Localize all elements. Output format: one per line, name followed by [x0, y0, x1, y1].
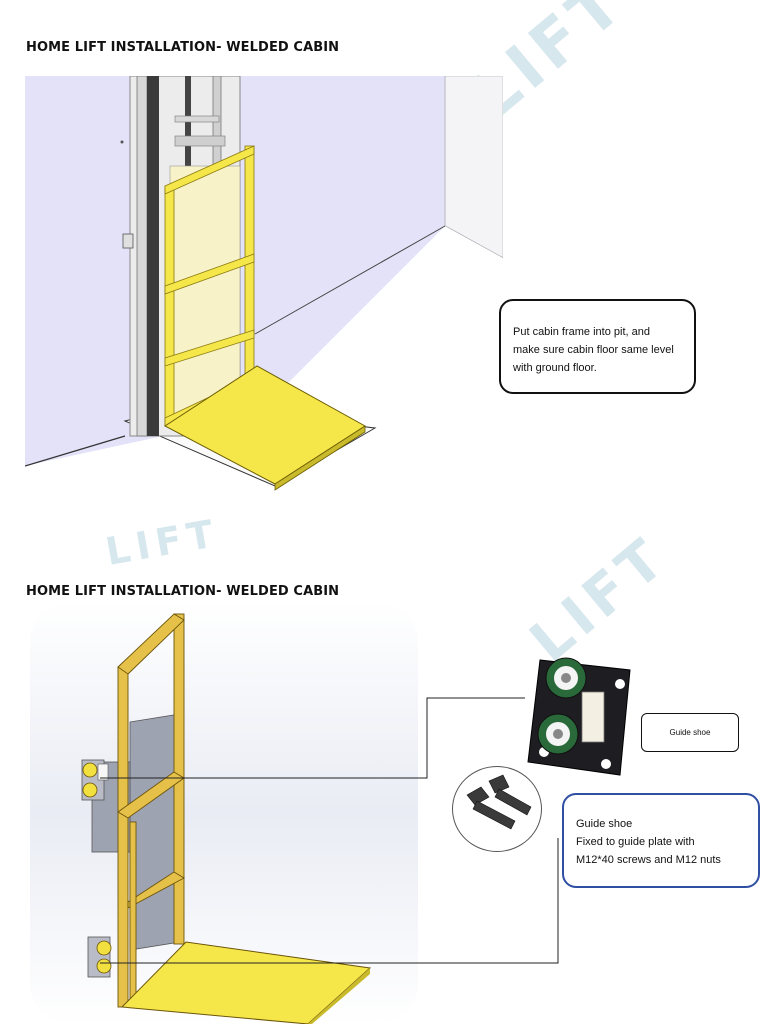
screws-icon [466, 774, 532, 830]
page-title-top: HOME LIFT INSTALLATION- WELDED CABIN [26, 40, 340, 55]
guide-shoe-label: Guide shoe [669, 728, 711, 737]
guide-shoe-note: Guide shoe Fixed to guide plate with M12… [562, 793, 760, 888]
guide-shoe-top-icon [81, 759, 109, 801]
guide-note-line-2: Fixed to guide plate with [576, 836, 695, 848]
guide-shoe-photo [527, 657, 631, 776]
note-line-3: with ground floor. [513, 362, 597, 374]
cabin-frame-note: Put cabin frame into pit, and make sure … [499, 299, 696, 394]
guide-note-line-3: M12*40 screws and M12 nuts [576, 854, 721, 866]
page-title-bottom: HOME LIFT INSTALLATION- WELDED CABIN [26, 584, 340, 599]
screws-photo [452, 766, 542, 852]
guide-note-line-1: Guide shoe [576, 818, 633, 830]
note-line-2: make sure cabin floor same level [513, 344, 674, 356]
guide-shoe-label-box: Guide shoe [641, 713, 739, 752]
note-line-1: Put cabin frame into pit, and [513, 326, 650, 338]
cabin-frame-in-pit-figure [25, 76, 503, 506]
